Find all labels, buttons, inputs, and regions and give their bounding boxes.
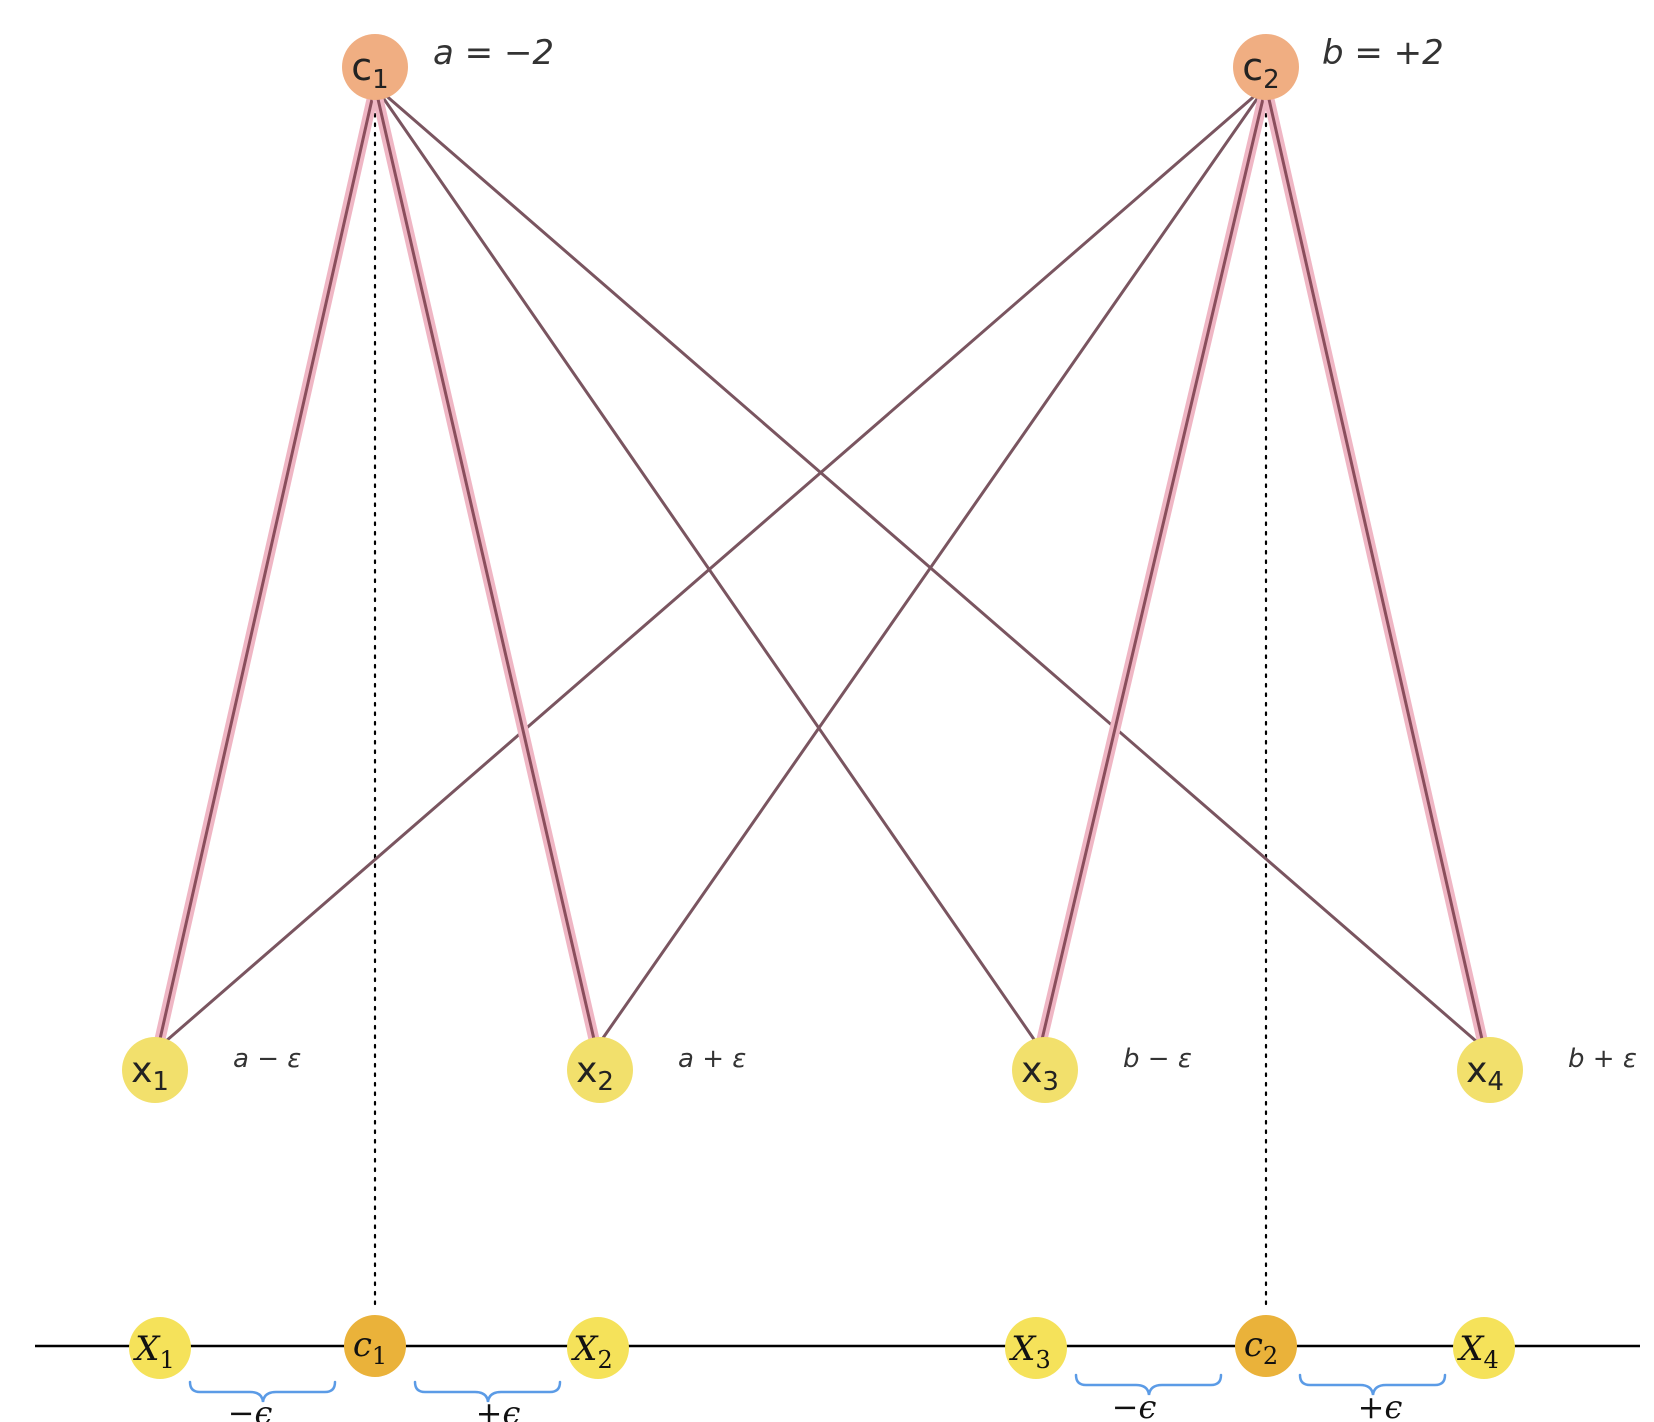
edge-core [1264,84,1486,1050]
axis-node-c2-circle [1235,1315,1297,1377]
edge-c2-x3 [1034,80,1272,1054]
edge-c1-x1 [152,80,381,1054]
edge-line [594,84,1268,1050]
point-node-x1-label: x1 [131,1050,169,1097]
axis-node-x1[interactable]: X1 [129,1317,191,1379]
edges [152,80,1490,1054]
edge-c2-x2 [594,84,1268,1050]
center-node-c2[interactable]: c2 [1233,34,1299,100]
edge-core [373,84,598,1050]
edge-core [156,84,377,1050]
point-offset-label-x2: a + ε [678,1044,746,1074]
center-node-c1[interactable]: c1 [342,34,408,100]
point-node-x1[interactable]: x1 [122,1037,188,1103]
center-node-c1-circle [342,34,408,100]
center-node-c2-circle [1233,34,1299,100]
center-value-label-c2: b = +2 [1322,33,1444,73]
point-node-x4-circle [1457,1037,1523,1103]
axis-node-c1-label: c1 [353,1325,387,1370]
axis-node-x1-circle [129,1317,191,1379]
point-offset-label-x1: a − ε [233,1044,301,1074]
edge-line [156,84,1268,1050]
point-offset-label-x4: b + ε [1568,1044,1637,1074]
point-node-x4[interactable]: x4 [1457,1037,1523,1103]
axis-node-x3[interactable]: X3 [1005,1317,1067,1379]
axis-node-x2-label: X2 [570,1329,613,1374]
brace-3-shape [1074,1373,1223,1396]
brace-3-label: −ϵ [1112,1388,1157,1422]
center-node-c2-label: c2 [1242,45,1279,95]
edge-core [1038,84,1268,1050]
axis-node-x2-circle [567,1317,629,1379]
edge-c2-x1 [156,84,1268,1050]
brace-1-shape [188,1380,337,1403]
point-node-x1-circle [122,1037,188,1103]
axis-node-c1-circle [344,1315,406,1377]
edge-c2-x4 [1260,80,1490,1054]
center-value-label-c1: a = −2 [433,33,554,73]
point-node-x4-label: x4 [1466,1050,1504,1097]
point-node-x2-label: x2 [576,1050,614,1097]
axis-node-x4[interactable]: X4 [1453,1317,1515,1379]
center-node-c1-label: c1 [351,45,388,95]
axis-node-x2[interactable]: X2 [567,1317,629,1379]
point-node-x3-circle [1012,1037,1078,1103]
edge-line [373,84,1042,1050]
axis-node-c2-label: c2 [1244,1325,1278,1370]
brace-2-label: +ϵ [476,1394,521,1422]
axis-node-x4-circle [1453,1317,1515,1379]
axis-node-x1-label: X1 [132,1329,175,1374]
point-node-x3-label: x3 [1021,1050,1059,1097]
brace-2-shape [413,1380,562,1403]
edge-c1-x3 [373,84,1042,1050]
brace-4-label: +ϵ [1358,1388,1403,1422]
edge-c1-x2 [369,80,602,1054]
axis-node-x3-circle [1005,1317,1067,1379]
brace-4-shape [1298,1373,1447,1396]
axis-node-c2[interactable]: c2 [1235,1315,1297,1377]
point-node-x2[interactable]: x2 [567,1037,633,1103]
point-node-x2-circle [567,1037,633,1103]
point-offset-label-x3: b − ε [1123,1044,1192,1074]
point-node-x3[interactable]: x3 [1012,1037,1078,1103]
axis-node-x4-label: X4 [1456,1329,1499,1374]
brace-1-label: −ϵ [228,1394,273,1422]
axis-node-x3-label: X3 [1008,1329,1051,1374]
axis-node-c1[interactable]: c1 [344,1315,406,1377]
